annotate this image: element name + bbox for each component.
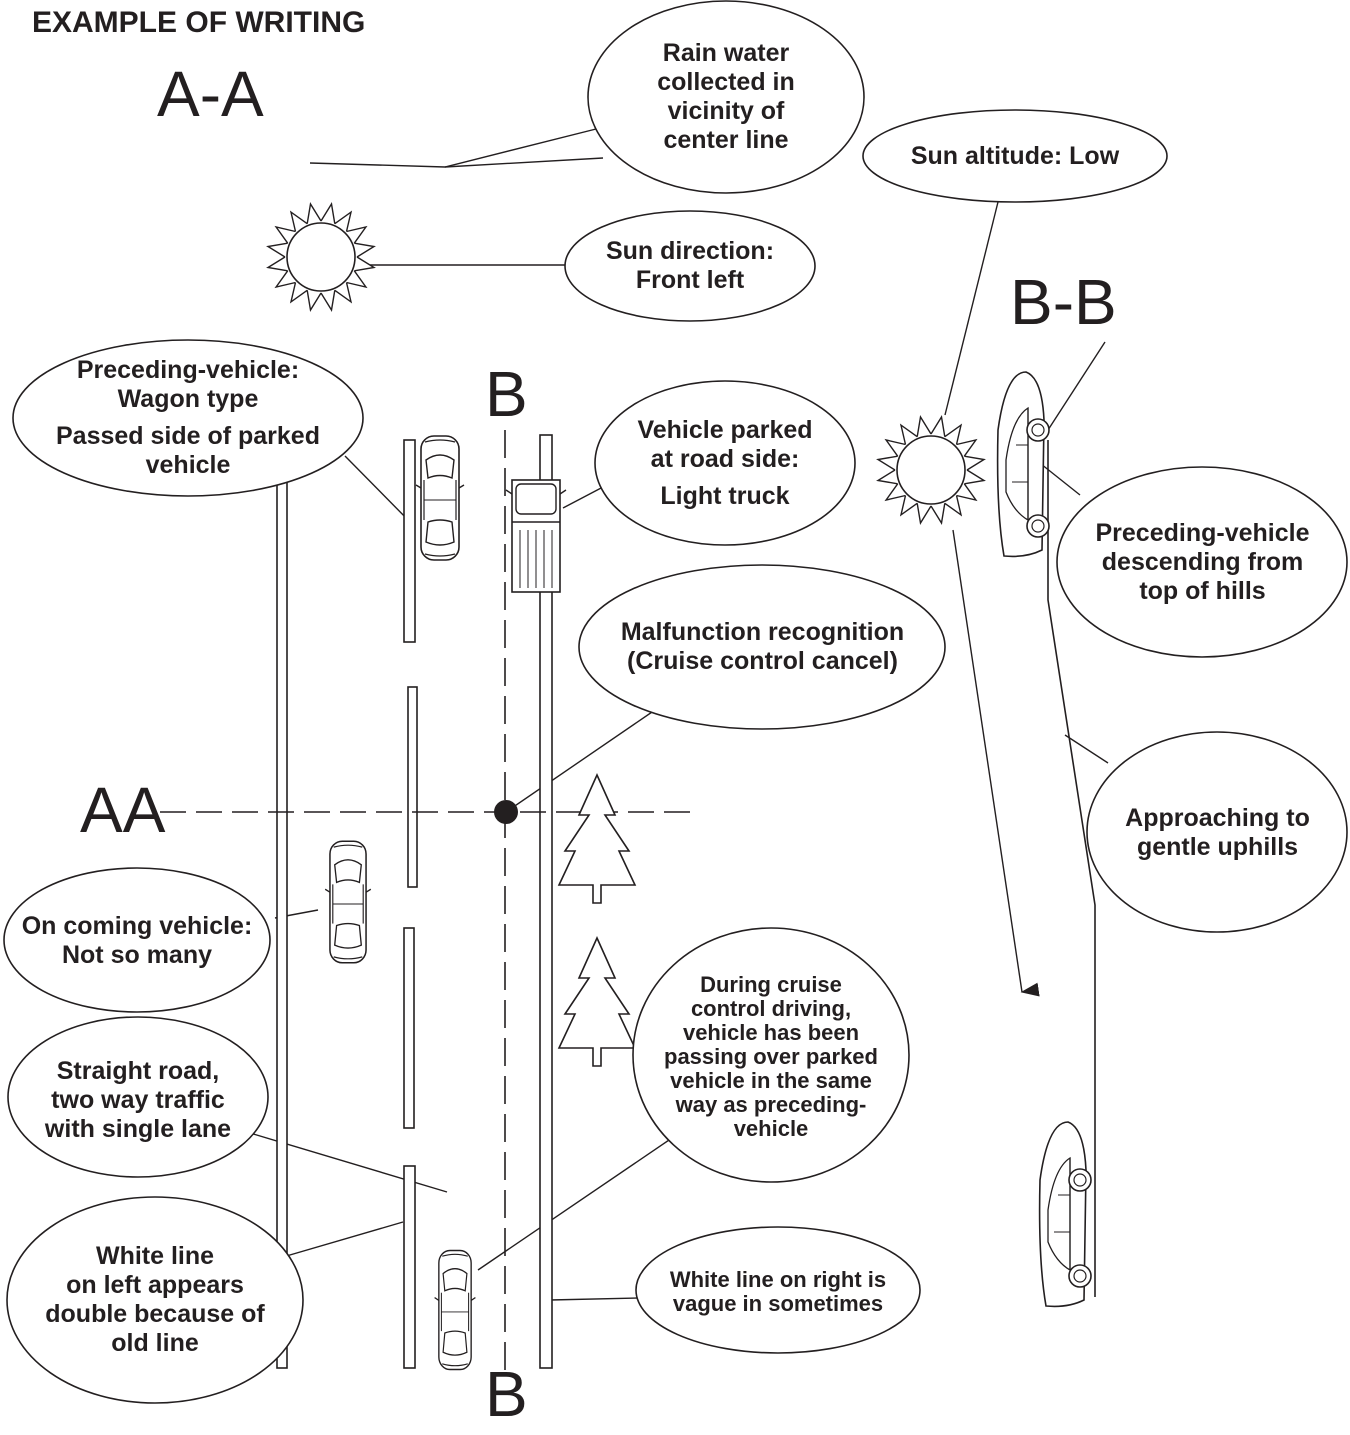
callout-line: vague in sometimes (672, 1291, 884, 1316)
callout-white-line-left: White line on left appears double becaus… (15, 1238, 295, 1362)
leader-lines (239, 127, 1109, 1301)
callout-parked-vehicle: Vehicle parked at road side: Light truck (605, 400, 845, 526)
callout-oncoming-vehicle: On coming vehicle: Not so many (8, 906, 266, 976)
callout-line: Sun altitude: Low (910, 141, 1120, 170)
callout-line: at road side: (650, 444, 800, 473)
lane-marking (403, 1165, 416, 1369)
callout-line: White line (95, 1242, 215, 1270)
section-label-b-bottom: B (485, 1358, 528, 1430)
callout-preceding-vehicle: Preceding-vehicle: Wagon type Passed sid… (20, 346, 356, 490)
oncoming-vehicle-icon (324, 840, 372, 964)
callout-line: way as preceding- (675, 1092, 867, 1117)
tree-icon (558, 774, 636, 904)
section-label-aa: AA (80, 774, 166, 846)
callout-line: descending from (1101, 547, 1304, 576)
callout-cruise-driving: During cruise control driving, vehicle h… (642, 960, 900, 1154)
callout-line: vehicle has been (682, 1020, 860, 1045)
callout-line: old line (111, 1329, 199, 1357)
callout-sun-direction: Sun direction: Front left (575, 228, 805, 304)
page-title: EXAMPLE OF WRITING (32, 6, 366, 39)
callout-line: Wagon type (117, 385, 259, 413)
callout-line: double because of (45, 1300, 265, 1328)
tree-icon (558, 937, 636, 1067)
callout-line: vehicle in the same (670, 1068, 872, 1093)
light-truck-icon (505, 479, 567, 593)
right-road-edge (539, 434, 553, 1369)
callout-line: Sun direction: (605, 237, 775, 265)
callout-straight-road: Straight road, two way traffic with sing… (18, 1050, 258, 1150)
callout-line: (Cruise control cancel) (627, 647, 898, 675)
descending-vehicle-side-icon (996, 371, 1050, 558)
callout-line: Not so many (61, 941, 213, 969)
callout-line: Rain water (662, 39, 790, 67)
callout-malfunction: Malfunction recognition (Cruise control … (590, 610, 935, 684)
callout-line: passing over parked (664, 1044, 878, 1069)
callout-line: two way traffic (51, 1085, 225, 1114)
road (160, 430, 690, 1375)
callout-sun-altitude: Sun altitude: Low (875, 131, 1155, 181)
callout-uphills: Approaching to gentle uphills (1100, 798, 1335, 868)
callout-line: During cruise (700, 972, 842, 997)
left-road-edge (276, 477, 288, 1369)
callout-line: top of hills (1139, 576, 1266, 605)
callout-line: Passed side of parked (55, 422, 320, 450)
callout-bubbles (3, 0, 1348, 1404)
callout-line: Light truck (660, 481, 790, 510)
callout-line: vehicle (145, 451, 231, 479)
own-vehicle-icon (433, 1249, 477, 1371)
callout-white-line-right: White line on right is vague in sometime… (640, 1262, 916, 1322)
callout-line: gentle uphills (1136, 833, 1299, 861)
lane-marking (403, 439, 416, 643)
callout-line: collected in (657, 68, 795, 96)
callout-line: center line (663, 126, 789, 154)
callout-line: Malfunction recognition (620, 618, 905, 646)
section-label-b-top: B (485, 358, 528, 430)
callout-line: Straight road, (56, 1056, 220, 1085)
callout-line: On coming vehicle: (21, 912, 253, 940)
sun-direction-icon (266, 202, 376, 312)
callout-rain-water: Rain water collected in vicinity of cent… (606, 20, 846, 174)
callout-line: vehicle (733, 1116, 809, 1141)
callout-line: control driving, (690, 996, 852, 1021)
callout-line: Preceding-vehicle (1095, 518, 1310, 547)
sun-altitude-icon (876, 415, 986, 525)
own-vehicle-side-icon (1038, 1121, 1092, 1308)
callout-line: Vehicle parked (637, 415, 813, 444)
callout-line: vicinity of (667, 97, 785, 125)
lane-marking (407, 686, 418, 888)
callout-descending: Preceding-vehicle descending from top of… (1070, 512, 1335, 612)
callout-line: on left appears (66, 1271, 244, 1299)
lane-marking (403, 927, 415, 1129)
malfunction-point-marker (494, 800, 518, 824)
callout-line: Approaching to (1125, 804, 1310, 832)
callout-line: Preceding-vehicle: (76, 356, 300, 384)
callout-line: White line on right is (669, 1267, 887, 1292)
callout-line: Front left (635, 266, 745, 294)
section-label-a-a: A-A (157, 58, 264, 130)
callout-line: with single lane (44, 1114, 232, 1143)
preceding-vehicle-wagon-icon (415, 435, 465, 561)
section-label-b-b: B-B (1010, 266, 1117, 338)
